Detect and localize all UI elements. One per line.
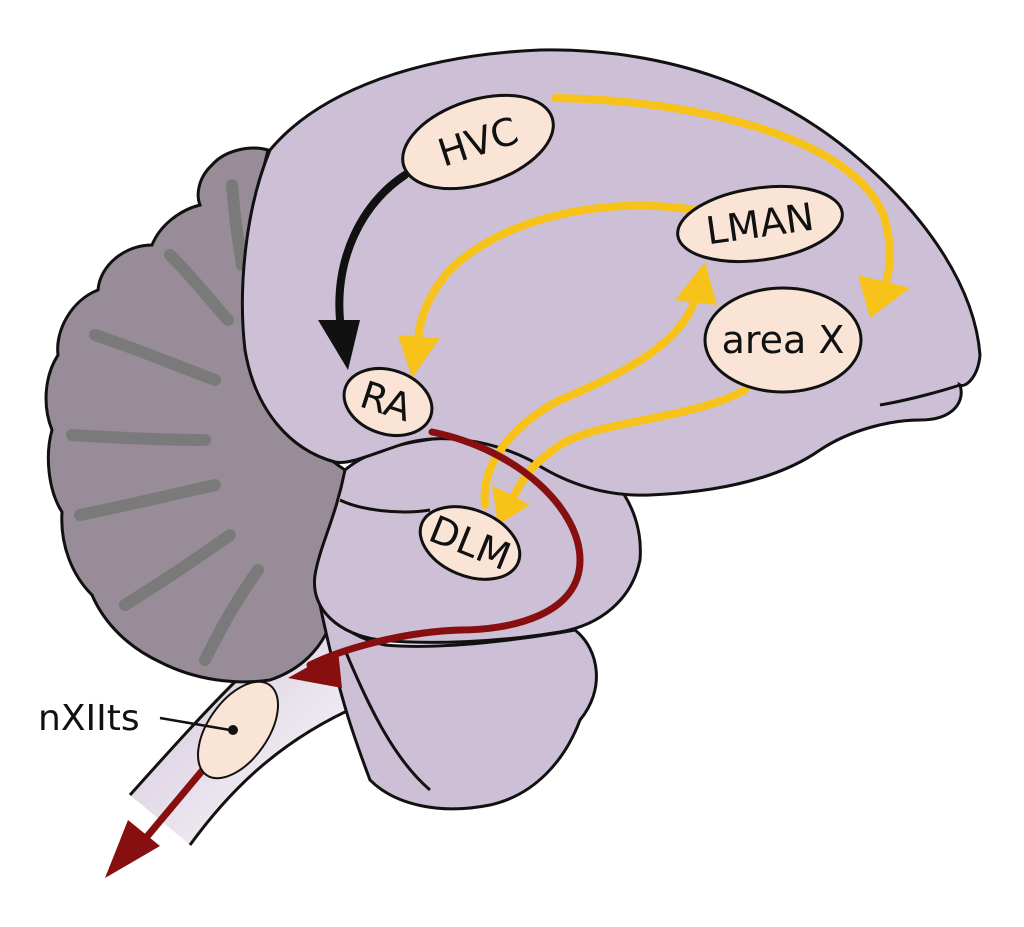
nxiits-nucleus: nXIIts [38, 680, 279, 780]
area-x-nucleus: area X [703, 286, 863, 394]
dlm-to-lman-arrowhead [675, 262, 717, 305]
hvc-to-areax-arrow [551, 94, 894, 289]
hvc-to-areax-arrowhead [858, 275, 910, 318]
nxiits-dot [228, 725, 238, 735]
lman-to-ra-arrow [414, 201, 699, 344]
hvc-nucleus: HVC [401, 93, 555, 191]
hvc-to-ra-arrowhead [318, 320, 360, 370]
area-x-label: area X [722, 318, 845, 362]
areax-to-dlm-arrow [508, 386, 749, 504]
hvc-to-ra-arrow [335, 171, 409, 349]
lman-nucleus: LMAN [676, 185, 844, 263]
nxiits-output-arrowhead [105, 820, 160, 878]
lman-to-ra-arrowhead [398, 335, 440, 378]
ra-to-nxiits-arrowhead [288, 650, 342, 688]
areax-to-dlm-arrowhead [492, 485, 530, 525]
nxiits-leader-line [159, 716, 231, 732]
nxiits-label: nXIIts [38, 698, 140, 739]
ra-nucleus: RA [342, 367, 434, 437]
ra-to-nxiits-arrow [306, 428, 584, 669]
dlm-to-lman-arrow [480, 296, 699, 509]
brainstem [318, 604, 598, 811]
